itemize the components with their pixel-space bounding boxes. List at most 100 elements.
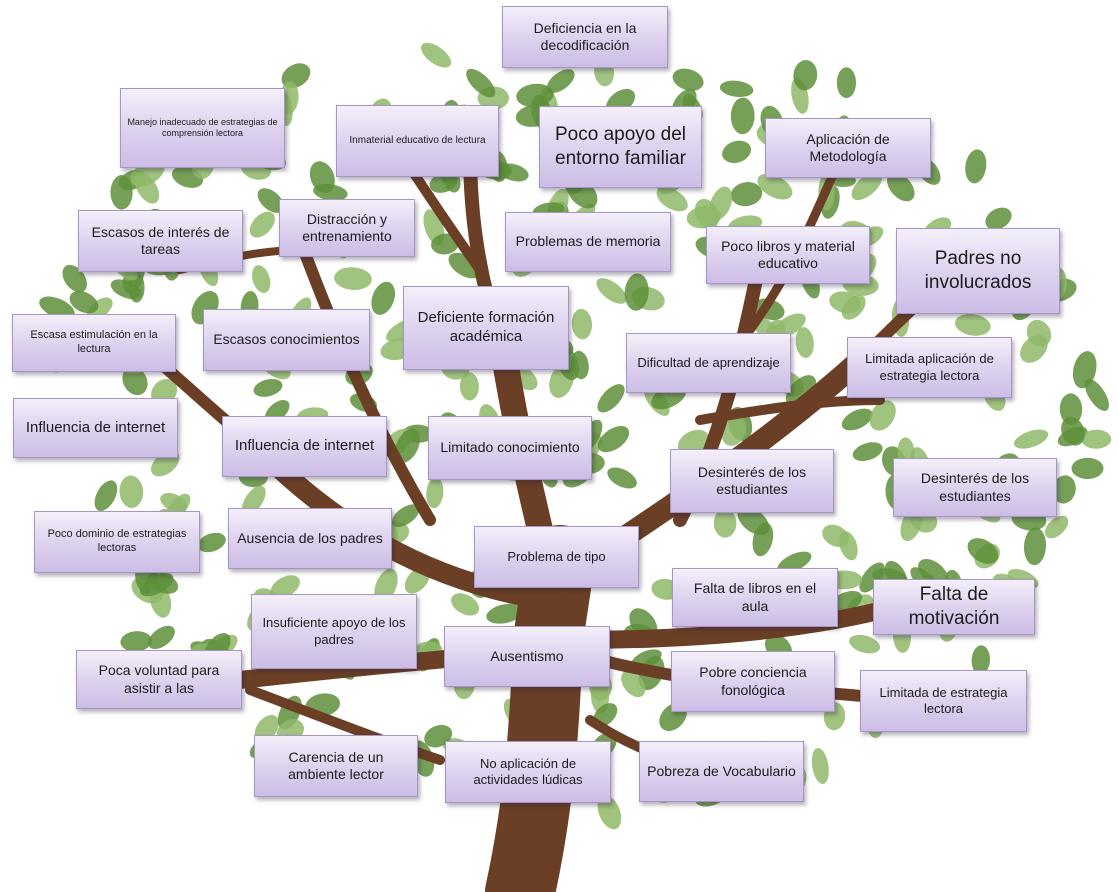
leaf: [334, 267, 372, 290]
leaf: [94, 480, 118, 511]
leaf: [391, 504, 420, 527]
leaf: [841, 408, 873, 431]
box-escasos-interes-tareas: Escasos de interés de tareas: [78, 210, 243, 272]
leaf: [811, 747, 829, 785]
box-escasos-conocimientos: Escasos conocimientos: [203, 309, 370, 371]
box-influencia-internet-2: Influencia de internet: [222, 416, 387, 477]
box-label: Poco dominio de estrategias lectoras: [47, 528, 187, 554]
box-label: Deficiente formación académica: [417, 309, 555, 345]
leaf: [110, 175, 133, 210]
leaf: [421, 42, 452, 68]
leaf: [134, 173, 160, 204]
leaf: [451, 593, 480, 616]
leaf: [836, 67, 857, 99]
box-label: Limitada de estrategia lectora: [879, 684, 1008, 716]
box-distraccion-entrenamiento: Distracción y entrenamiento: [279, 199, 415, 257]
leaf: [426, 477, 444, 509]
leaf: [607, 467, 637, 489]
leaf: [656, 187, 688, 212]
leaf: [1013, 429, 1049, 449]
box-label: Pobreza de Vocabulario: [647, 762, 796, 779]
box-carencia-ambiente: Carencia de un ambiente lector: [254, 735, 418, 797]
box-manejo-inadecuado: Manejo inadecuado de estrategias de comp…: [120, 88, 285, 168]
box-label: Problema de tipo: [507, 548, 606, 564]
leaf: [985, 207, 1012, 230]
leaf: [249, 211, 275, 238]
leaf: [69, 290, 99, 314]
leaf: [252, 265, 271, 293]
box-label: Dificultad de aprendizaje: [637, 354, 780, 370]
box-inmaterial-educativo: Inmaterial educativo de lectura: [336, 105, 499, 177]
box-dificultad-aprendizaje: Dificultad de aprendizaje: [626, 333, 791, 393]
box-label: Deficiencia en la decodificación: [533, 19, 637, 54]
leaf: [197, 532, 226, 553]
leaf: [1059, 393, 1083, 425]
leaf: [971, 645, 991, 675]
box-label: Desinterés de los estudiantes: [920, 470, 1030, 504]
box-label: Desinterés de los estudiantes: [697, 463, 807, 498]
leaf: [954, 313, 991, 336]
box-no-aplicacion-ludicas: No aplicación de actividades lúdicas: [445, 741, 611, 803]
box-label: Pobre conciencia fonológica: [699, 664, 807, 698]
box-aplicacion-metodologia: Aplicación de Metodología: [765, 118, 931, 178]
box-label: Escasos de interés de tareas: [91, 223, 230, 258]
box-label: Padres no involucrados: [924, 248, 1032, 293]
leaf: [119, 475, 144, 508]
leaf: [1052, 475, 1076, 504]
box-poca-voluntad: Poca voluntad para asistir a las: [76, 650, 242, 709]
box-label: Manejo inadecuado de estrategias de comp…: [127, 116, 278, 138]
leaf: [1071, 457, 1104, 479]
box-limitado-conocimiento: Limitado conocimiento: [428, 416, 592, 480]
box-problema-tipo: Problema de tipo: [474, 526, 639, 588]
leaf: [709, 186, 733, 220]
leaf: [39, 296, 75, 320]
leaf: [309, 161, 335, 194]
box-padres-no-involucrados: Padres no involucrados: [896, 228, 1060, 314]
leaf: [730, 97, 755, 135]
box-label: Poco libros y material educativo: [721, 237, 855, 272]
leaf: [1061, 416, 1085, 446]
leaf: [713, 508, 737, 538]
box-label: Inmaterial educativo de lectura: [349, 134, 486, 146]
box-label: Ausentismo: [490, 647, 564, 664]
box-label: Limitado conocimiento: [440, 439, 580, 456]
box-label: Distracción y entrenamiento: [302, 210, 392, 245]
leaf: [571, 308, 593, 340]
box-label: Limitada aplicación de estrategia lector…: [865, 351, 994, 383]
box-label: Escasa estimulación en la lectura: [30, 329, 158, 355]
box-label: Poca voluntad para asistir a las: [98, 662, 220, 696]
box-poco-apoyo-entorno: Poco apoyo del entorno familiar: [539, 106, 702, 188]
leaf: [757, 173, 793, 200]
leaf: [270, 575, 300, 599]
box-poco-dominio: Poco dominio de estrategias lectoras: [34, 511, 200, 573]
leaf: [596, 278, 627, 304]
box-label: Escasos conocimientos: [213, 331, 360, 348]
leaf: [486, 603, 524, 624]
box-escasa-estimulacion: Escasa estimulación en la lectura: [12, 314, 176, 372]
leaf: [1072, 351, 1097, 389]
leaf: [849, 634, 881, 654]
box-label: Ausencia de los padres: [237, 529, 383, 546]
leaf: [719, 80, 754, 98]
leaf: [795, 327, 814, 358]
box-pobre-conciencia: Pobre conciencia fonológica: [671, 651, 835, 712]
box-problemas-memoria: Problemas de memoria: [505, 212, 671, 272]
box-influencia-internet-1: Influencia de internet: [13, 398, 178, 458]
leaf: [722, 140, 752, 163]
leaf: [852, 442, 883, 461]
leaf: [721, 416, 747, 446]
box-label: Falta de libros en el aula: [693, 580, 817, 614]
box-falta-libros-aula: Falta de libros en el aula: [672, 568, 838, 627]
branch-left-3: [294, 234, 436, 526]
leaf: [394, 428, 421, 464]
leaf: [597, 794, 622, 830]
leaf: [869, 400, 896, 431]
box-desinteres-estudiantes-1: Desinterés de los estudiantes: [670, 449, 834, 513]
box-poco-libros: Poco libros y material educativo: [706, 226, 870, 284]
leaf: [851, 171, 883, 201]
box-desinteres-estudiantes-2: Desinterés de los estudiantes: [893, 458, 1057, 517]
leaf: [431, 233, 459, 255]
box-pobreza-vocabulario: Pobreza de Vocabulario: [639, 741, 804, 802]
leaf: [1081, 429, 1112, 449]
leaf: [466, 68, 496, 98]
